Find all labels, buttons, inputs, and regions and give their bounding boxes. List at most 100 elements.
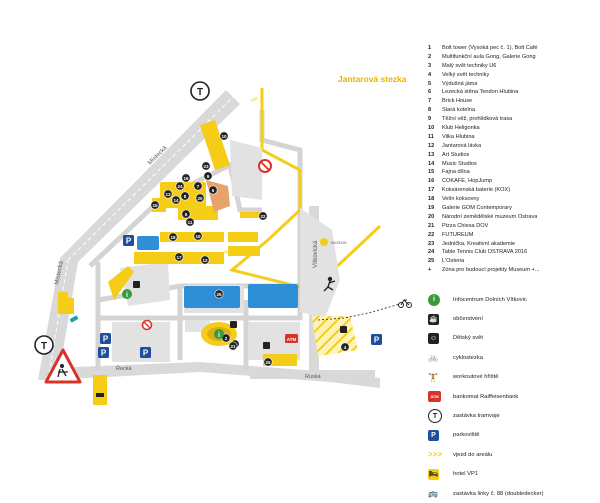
legend-item-number: 23 xyxy=(428,240,435,247)
tram-stop-north[interactable]: T xyxy=(190,81,210,101)
svg-text:>>: >> xyxy=(250,96,259,105)
key-item-text: zastávka tramvaje xyxy=(453,413,500,420)
key-item: 🛏hotel VP1 xyxy=(428,465,598,484)
poi-marker-label: 9 xyxy=(207,174,210,179)
bus-stop-marker[interactable] xyxy=(69,315,79,323)
parking-marker[interactable]: P xyxy=(100,333,111,344)
legend-item-number: 3 xyxy=(428,62,432,69)
legend-item: 16 COKAFE, HopJump xyxy=(428,177,596,186)
key-item: >>>vjezd do areálu xyxy=(428,445,598,464)
legend-item-number: 18 xyxy=(428,196,435,203)
legend-item-number: 17 xyxy=(428,187,435,194)
poi-marker[interactable]: 14 xyxy=(171,195,181,205)
road-recka xyxy=(50,362,380,388)
poi-marker[interactable]: 26 xyxy=(214,289,224,299)
poi-marker[interactable]: 10 xyxy=(219,131,229,141)
legend-item-text: COKAFE, HopJump xyxy=(442,178,493,185)
poi-marker[interactable]: 15 xyxy=(150,200,160,210)
hotel-icon: 🛏 xyxy=(428,468,439,480)
poi-marker[interactable]: 7 xyxy=(193,181,203,191)
poi-marker[interactable]: 16 xyxy=(181,173,191,183)
site-map[interactable]: 1234567891011121314151617181920212223242… xyxy=(0,0,430,503)
key-item-text: vjezd do areálu xyxy=(453,451,493,458)
parking-marker[interactable]: P xyxy=(371,334,382,345)
playground-icon: ☺ xyxy=(428,332,439,344)
poi-marker-label: 13 xyxy=(165,192,171,197)
poi-marker[interactable]: 22 xyxy=(258,211,268,221)
poi-marker[interactable]: 5 xyxy=(208,185,218,195)
parking-label: P xyxy=(101,349,107,358)
infocentrum-marker[interactable]: i xyxy=(122,289,132,299)
legend-item-number: 5 xyxy=(428,80,432,87)
legend-item-number: 16 xyxy=(428,178,435,185)
poi-marker[interactable]: 18 xyxy=(168,232,178,242)
poi-marker[interactable]: 21 xyxy=(228,341,238,351)
legend-item-text: Těžní věž, prohlídková trasa xyxy=(442,116,513,123)
key-item-text: bankomat Raiffeisenbank xyxy=(453,393,519,400)
legend-item-text: Lezecká stěna Tendon Hlubina xyxy=(442,89,519,96)
bicycle-icon xyxy=(398,299,412,308)
poi-marker[interactable]: 13 xyxy=(163,189,173,199)
legend-item-number: 8 xyxy=(428,107,432,114)
poi-marker[interactable]: 8 xyxy=(180,191,190,201)
poi-marker-label: 17 xyxy=(176,255,182,260)
poi-marker[interactable]: 4 xyxy=(340,342,350,352)
poi-marker[interactable]: 6 xyxy=(181,209,191,219)
key-item: 🚌zastávka linky č. 88 (doubledecker) xyxy=(428,484,598,503)
poi-marker[interactable]: 19 xyxy=(193,231,203,241)
tram-stop-west[interactable]: T xyxy=(34,335,54,355)
poi-marker[interactable]: 11 xyxy=(185,217,195,227)
future-zone xyxy=(312,316,358,356)
platform xyxy=(66,298,74,314)
poi-marker[interactable]: 20 xyxy=(195,193,205,203)
poi-marker[interactable]: 17 xyxy=(174,252,184,262)
poi-marker[interactable]: 24 xyxy=(175,181,185,191)
infocentrum-marker[interactable]: i xyxy=(214,329,224,339)
poi-marker[interactable]: 25 xyxy=(263,357,273,367)
legend-item-text: Malý svět techniky U6 xyxy=(442,62,497,69)
infocentrum-icon: i xyxy=(428,293,440,306)
key-item-text: Dětský svět xyxy=(453,335,483,342)
atm-icon: ATM xyxy=(428,391,441,403)
key-item: ATM bankomat Raiffeisenbank xyxy=(428,387,598,406)
poi-marker[interactable]: 23 xyxy=(201,161,211,171)
tram-stop-icon: T xyxy=(428,409,442,424)
street-label-ruska: Ruská xyxy=(305,374,322,380)
legend-item-text: L'Osteria xyxy=(442,258,465,265)
cycle-path xyxy=(317,303,401,321)
legend-item-number: 22 xyxy=(428,231,435,238)
poi-marker-label: 11 xyxy=(188,220,193,225)
poi-marker[interactable]: 9 xyxy=(203,171,213,181)
legend-item: +Zóna pro budoucí projekty Museum +... xyxy=(428,266,596,275)
hotel-marker[interactable] xyxy=(93,375,107,405)
legend-item-text: Music Studios xyxy=(442,160,477,167)
parking-marker[interactable]: P xyxy=(98,347,109,358)
atm-marker[interactable]: ATM xyxy=(285,334,298,343)
poi-marker[interactable]: 12 xyxy=(200,255,210,265)
poi-marker-label: 10 xyxy=(221,134,227,139)
parking-marker[interactable]: P xyxy=(140,347,151,358)
legend-item-text: Klub Heligonka xyxy=(442,125,480,132)
museum-sign: MUZEUM xyxy=(320,238,346,246)
jantarova-stezka-path xyxy=(228,88,382,292)
legend-item-text: Jednička, Kreativní akademie xyxy=(442,240,516,247)
legend-item-number: 2 xyxy=(428,53,432,60)
legend-item-text: Pizza Chiesa DOV xyxy=(442,222,489,229)
legend-item-text: Výdušná jáma xyxy=(442,80,478,87)
poi-marker-label: 23 xyxy=(203,164,209,169)
poi-marker-label: 7 xyxy=(197,184,200,189)
parking-marker[interactable]: P xyxy=(123,235,134,246)
warning-sign-icon xyxy=(44,348,82,384)
legend-item-number: 24 xyxy=(428,249,435,256)
